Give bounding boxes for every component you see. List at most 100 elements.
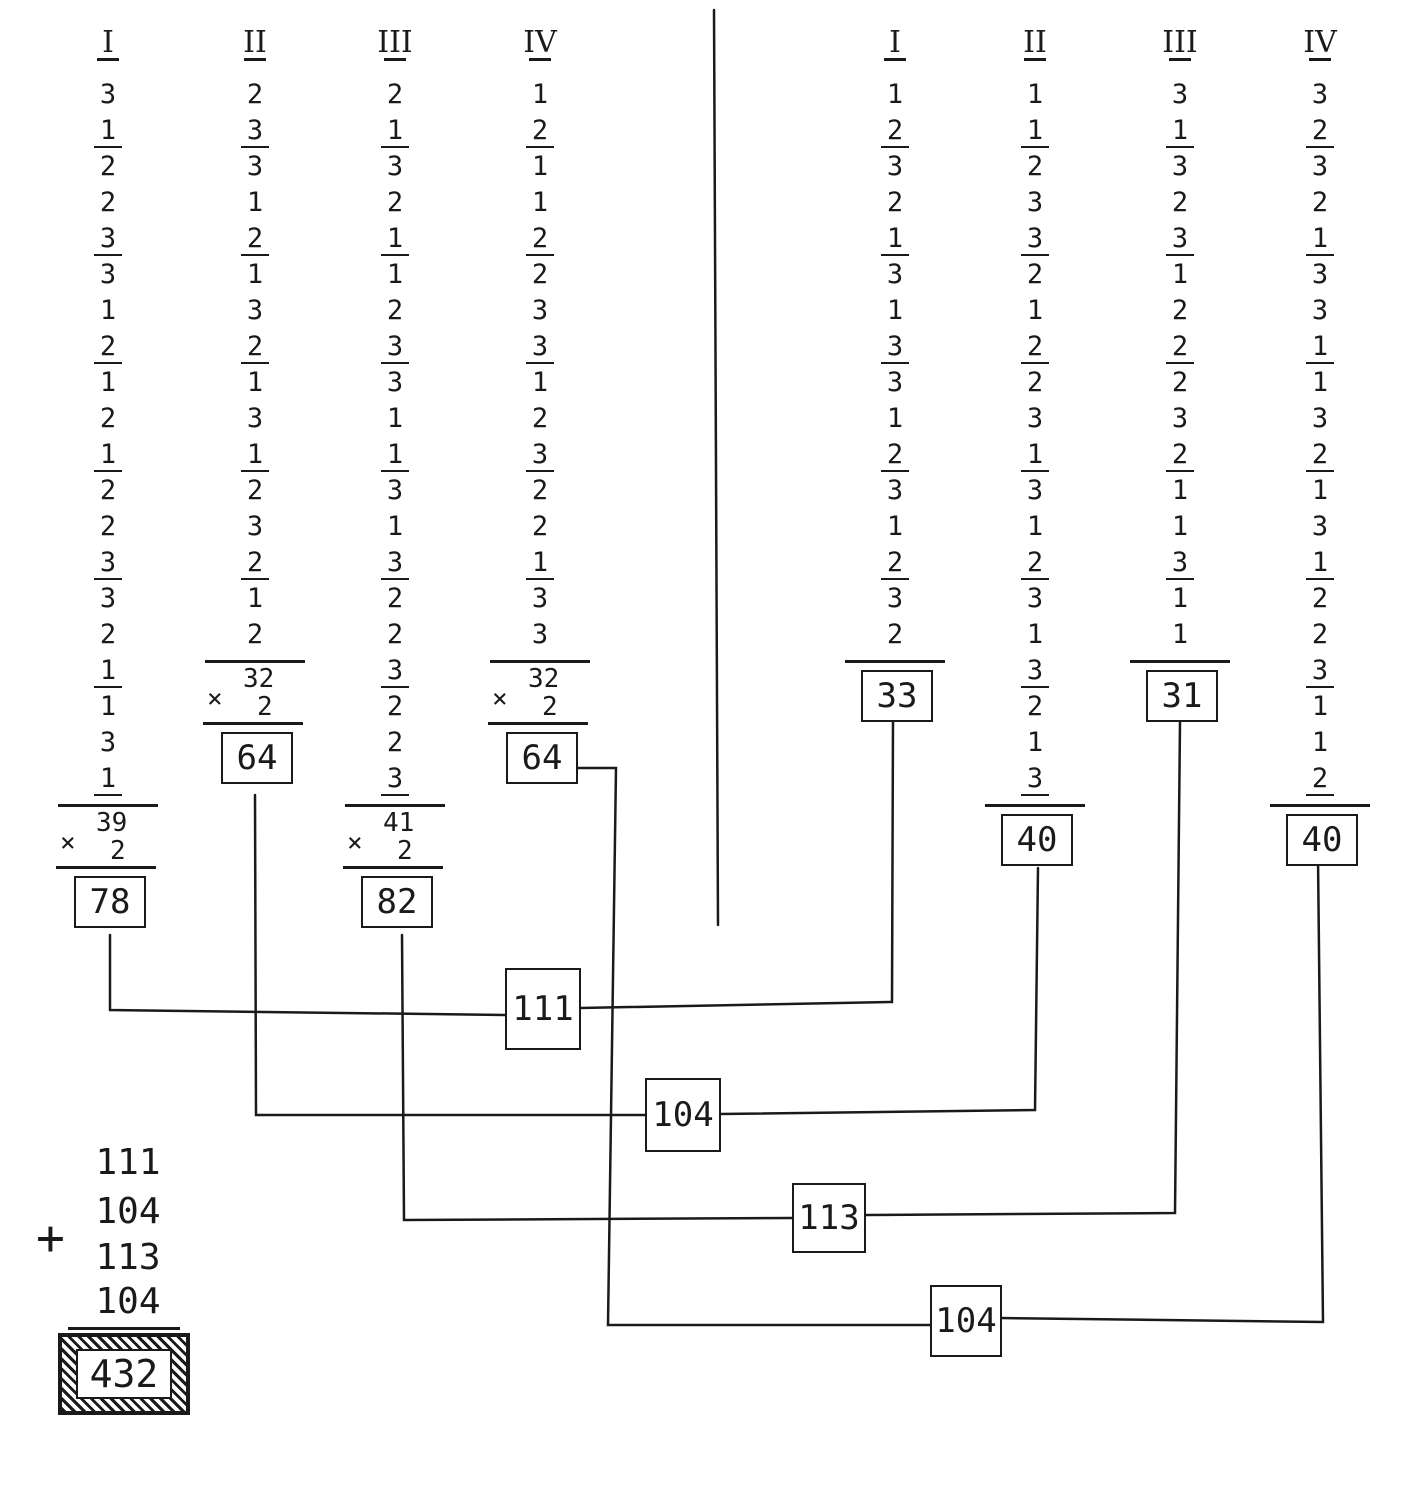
digit: 3 xyxy=(886,259,904,290)
connector-78 xyxy=(108,933,507,1017)
digit: 2 xyxy=(386,187,404,218)
match-value: 113 xyxy=(798,1198,860,1238)
digit: 2 xyxy=(215,332,295,364)
digit: 1 xyxy=(68,440,148,472)
digit: 3 xyxy=(995,224,1075,256)
digit: 3 xyxy=(1311,295,1329,326)
match-box-4: 104 xyxy=(930,1285,1002,1357)
total-value: 432 xyxy=(76,1349,172,1399)
digit: 2 xyxy=(215,224,295,256)
digit: 1 xyxy=(355,224,435,256)
digit: 1 xyxy=(1311,691,1329,722)
digit: 3 xyxy=(1311,259,1329,290)
multiplier: 2 xyxy=(110,836,126,866)
digit: 1 xyxy=(855,224,935,256)
digit: 1 xyxy=(1026,727,1044,758)
digit: 2 xyxy=(99,151,117,182)
digit: 3 xyxy=(531,619,549,650)
digit: 2 xyxy=(1026,151,1044,182)
digit: 2 xyxy=(995,548,1075,580)
digit: 2 xyxy=(1140,332,1220,364)
column-numeral: II xyxy=(1023,25,1047,60)
digit: 1 xyxy=(1026,79,1044,110)
left-column-header: I xyxy=(68,28,148,61)
digit: 1 xyxy=(886,295,904,326)
digit: 3 xyxy=(886,367,904,398)
digit: 2 xyxy=(99,511,117,542)
product-rule xyxy=(343,866,443,869)
digit: 2 xyxy=(99,475,117,506)
digit: 1 xyxy=(246,583,264,614)
digit: 1 xyxy=(68,764,148,796)
digit: 3 xyxy=(99,259,117,290)
digit: 3 xyxy=(886,583,904,614)
sum-rule xyxy=(985,804,1085,807)
match-value: 111 xyxy=(512,989,574,1029)
digit: 3 xyxy=(1280,656,1360,688)
digit: 2 xyxy=(1280,440,1360,472)
digit: 2 xyxy=(386,79,404,110)
digit: 1 xyxy=(355,116,435,148)
digit: 1 xyxy=(386,403,404,434)
digit: 1 xyxy=(1026,295,1044,326)
digit: 1 xyxy=(246,187,264,218)
digit: 1 xyxy=(886,511,904,542)
digit: 2 xyxy=(1311,187,1329,218)
digit: 3 xyxy=(500,332,580,364)
digit: 2 xyxy=(1280,764,1360,796)
digit: 1 xyxy=(99,691,117,722)
digit: 2 xyxy=(855,548,935,580)
right-column-header: II xyxy=(995,28,1075,61)
right-column-header: I xyxy=(855,28,935,61)
digit: 3 xyxy=(246,511,264,542)
connector-64-II xyxy=(253,793,647,1117)
column-sum: 41 xyxy=(383,808,415,838)
digit: 2 xyxy=(99,619,117,650)
numeral-underline xyxy=(1309,58,1331,61)
match-value: 104 xyxy=(935,1301,997,1341)
digit: 3 xyxy=(500,440,580,472)
digit: 3 xyxy=(246,403,264,434)
total-count-box: 31 xyxy=(1146,670,1218,722)
digit: 3 xyxy=(886,151,904,182)
multiplier: 2 xyxy=(397,836,413,866)
sum-rule xyxy=(205,660,305,663)
column-sum: 32 xyxy=(243,664,275,694)
digit: 3 xyxy=(1026,403,1044,434)
product-rule xyxy=(203,722,303,725)
digit: 2 xyxy=(1311,583,1329,614)
column-numeral: IV xyxy=(523,25,557,60)
product-rule xyxy=(488,722,588,725)
digit: 1 xyxy=(886,79,904,110)
multiply-sign: × xyxy=(492,684,508,714)
digit: 1 xyxy=(1026,619,1044,650)
digit: 2 xyxy=(995,332,1075,364)
connector-82 xyxy=(400,933,794,1222)
product-box: 64 xyxy=(506,732,578,784)
connector-40-IV xyxy=(998,856,1325,1324)
digit: 1 xyxy=(531,187,549,218)
digit: 3 xyxy=(995,656,1075,688)
center-divider xyxy=(712,8,720,927)
digit: 1 xyxy=(215,440,295,472)
digit: 2 xyxy=(215,548,295,580)
digit: 3 xyxy=(1171,151,1189,182)
digit: 2 xyxy=(386,619,404,650)
match-box-2: 104 xyxy=(645,1078,721,1152)
sum-rule xyxy=(345,804,445,807)
plus-sign: + xyxy=(36,1210,65,1266)
digit: 1 xyxy=(1140,116,1220,148)
left-column-header: II xyxy=(215,28,295,61)
digit: 1 xyxy=(1280,332,1360,364)
addition-term: 104 xyxy=(95,1281,161,1322)
digit: 1 xyxy=(1171,475,1189,506)
digit: 2 xyxy=(246,475,264,506)
addition-term: 104 xyxy=(95,1191,161,1232)
digit: 3 xyxy=(1311,151,1329,182)
digit: 2 xyxy=(531,259,549,290)
digit: 3 xyxy=(355,548,435,580)
digit: 2 xyxy=(1280,116,1360,148)
right-column-header: III xyxy=(1140,28,1220,61)
digit: 1 xyxy=(1311,367,1329,398)
digit: 1 xyxy=(995,440,1075,472)
